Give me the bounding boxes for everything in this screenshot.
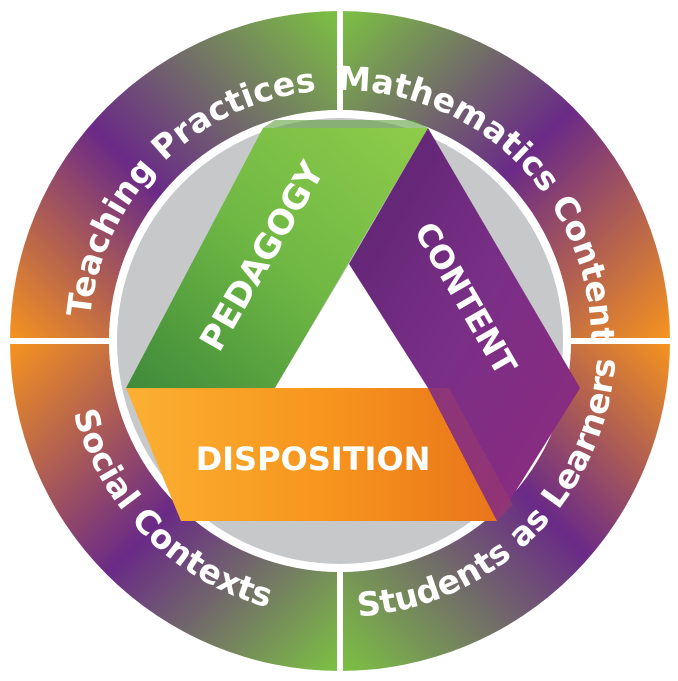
pedagogy-band-fold [263, 120, 428, 128]
ring-segment-mathematics-content [340, 11, 670, 341]
ring-segment-teaching-practices [10, 11, 340, 341]
center-triangle [275, 264, 428, 388]
pedagogy-band [126, 128, 428, 388]
disposition-band-shadow [428, 388, 513, 521]
disposition-band [126, 388, 497, 521]
content-band [349, 128, 580, 521]
disposition-label: DISPOSITION [196, 440, 431, 478]
